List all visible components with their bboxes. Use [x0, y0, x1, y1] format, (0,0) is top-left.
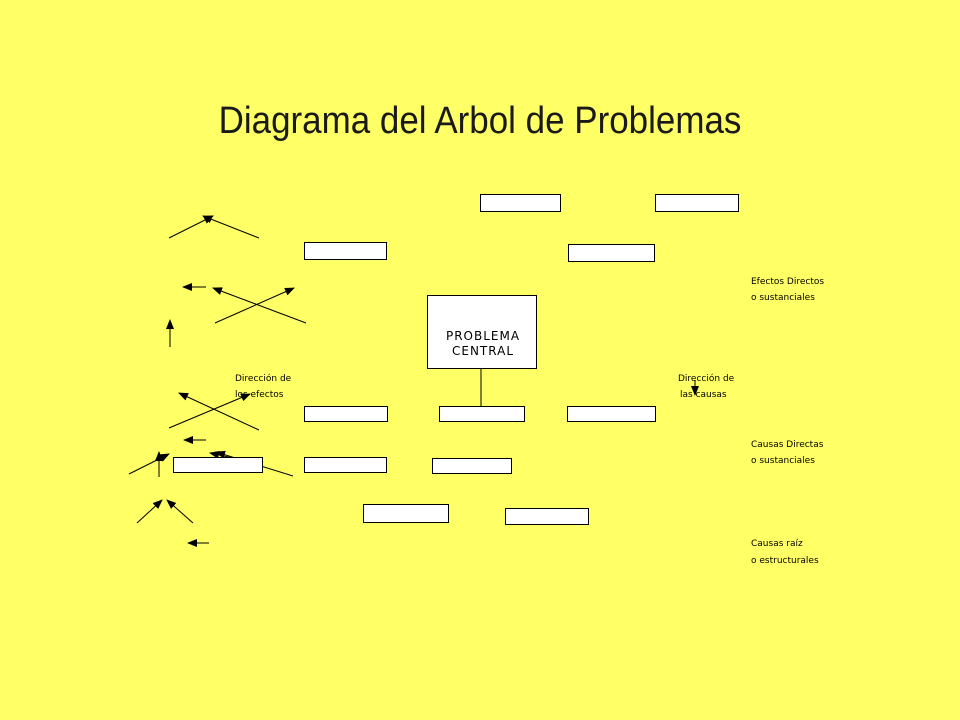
effect-box-3: [304, 242, 387, 260]
slide-title: Diagrama del Arbol de Problemas: [218, 100, 742, 142]
effect-box-2: [655, 194, 739, 212]
root-cause-box-2: [505, 508, 589, 525]
cause-box-3: [567, 406, 656, 422]
legend-direct-causes-line1: Causas Directas: [751, 440, 824, 450]
cause-box-1: [304, 406, 388, 422]
cross-arrow-3: [178, 392, 260, 431]
legend-direct-effects-line1: Efectos Directos: [751, 277, 825, 287]
cause-box-4: [173, 457, 263, 473]
legend-direct-causes-line2: o sustanciales: [751, 456, 815, 466]
cause-box-5: [304, 457, 387, 473]
effects-direction-line2: los efectos: [235, 390, 284, 400]
causes-direction-line2: las causas: [680, 390, 727, 400]
cross-arrow-1: [212, 287, 307, 324]
root-arrow-right: [166, 499, 194, 524]
effect-arrow-left: [168, 215, 214, 239]
cause-box-6: [432, 458, 512, 474]
causes-direction-line1: Dirección de: [678, 374, 735, 384]
root-arrow-left: [136, 499, 163, 524]
legend-direct-effects-line2: o sustanciales: [751, 293, 815, 303]
central-problem-box: PROBLEMA CENTRAL: [427, 295, 537, 369]
fan-arrow-1: [128, 453, 170, 475]
central-problem-line1: PROBLEMA: [445, 329, 521, 343]
cross-arrow-2: [214, 287, 295, 324]
root-cause-box-1: [363, 504, 449, 523]
legend-root-causes-line1: Causas raíz: [751, 539, 803, 549]
central-problem-line2: CENTRAL: [451, 344, 514, 358]
legend-root-causes-line2: o estructurales: [751, 556, 819, 566]
effects-direction-line1: Dirección de: [235, 374, 292, 384]
cross-arrow-4: [168, 393, 251, 429]
effect-box-4: [568, 244, 655, 262]
effect-arrow-right: [202, 215, 260, 239]
effect-box-1: [480, 194, 561, 212]
cause-box-2: [439, 406, 525, 422]
